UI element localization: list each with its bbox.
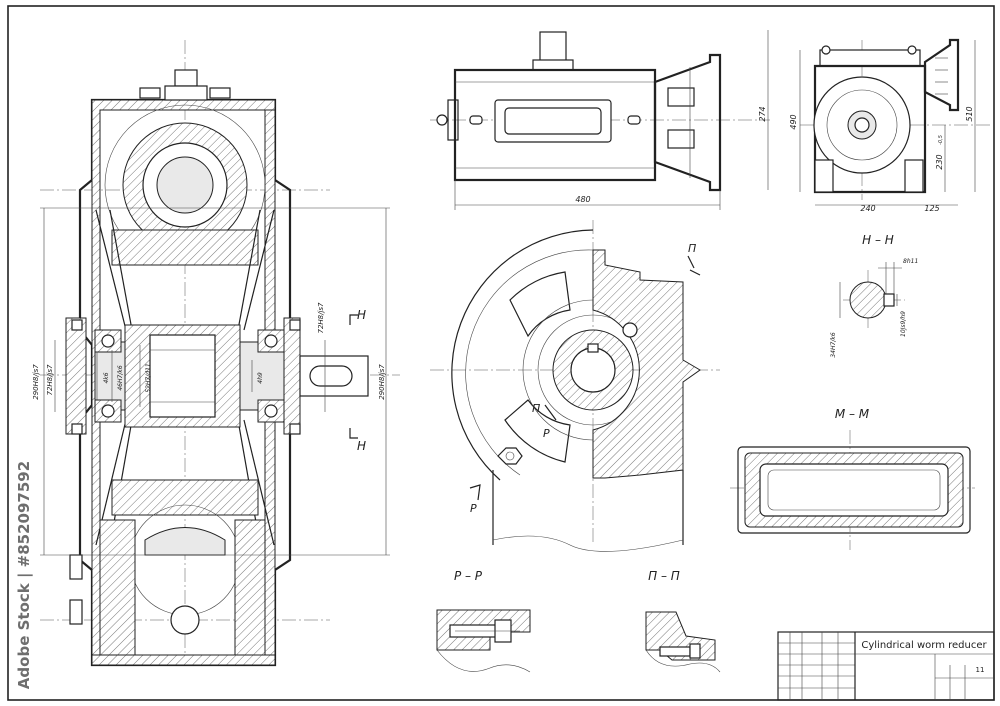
section-label-h-h: H – H <box>862 233 894 247</box>
cut-marker-pi-mid: П <box>532 402 540 415</box>
section-label-p-p: P – P <box>454 569 483 583</box>
dim-fit-46H7: 46H7/k6 <box>117 365 124 390</box>
cut-markers-central <box>469 255 701 501</box>
title-block-title: Cylindrical worm reducer <box>861 640 987 651</box>
cut-marker-p-mid: P <box>543 427 550 440</box>
dim-width-480: 480 <box>575 195 590 204</box>
cut-marker-pi-top: П <box>688 242 696 255</box>
end-view <box>799 38 990 206</box>
dim-fit-72-right: 72H8/js7 <box>317 302 325 334</box>
sheet-frame <box>7 5 995 701</box>
main-section-view <box>40 40 400 667</box>
cut-marker-p-bottom: P <box>470 502 477 515</box>
dim-fit-4h9: 4h9 <box>257 372 264 384</box>
stock-watermark: Adobe Stock | #852097592 <box>4 461 44 702</box>
side-view <box>430 30 770 210</box>
dim-fit-72-left: 72H8/js7 <box>46 364 54 396</box>
section-p-p <box>436 609 531 673</box>
dim-fit-34H7: 34H7/k6 <box>830 332 837 357</box>
section-pi-pi <box>645 611 721 673</box>
section-label-pi-pi: П – П <box>648 569 680 583</box>
dim-fit-8h11: 8h11 <box>903 258 918 265</box>
section-m-m <box>730 430 975 550</box>
cut-marker-h <box>349 314 358 439</box>
title-block-sheet-number: 11 <box>976 666 985 674</box>
central-view <box>430 220 720 552</box>
stock-watermark-text: Adobe Stock | #852097592 <box>15 460 33 690</box>
section-h-h <box>839 262 905 328</box>
dim-height-274: 274 <box>758 106 767 121</box>
dim-height-490: 490 <box>789 114 798 129</box>
section-label-m-m: M – M <box>835 407 870 421</box>
title-block <box>777 631 995 701</box>
dim-fit-10js9: 10Js9/h9 <box>900 311 907 337</box>
dim-fit-290-left: 290H8/js7 <box>32 364 40 400</box>
dim-fit-4k6: 4k6 <box>103 372 110 383</box>
dim-height-510: 510 <box>965 106 974 121</box>
dim-fit-52H7: 52H7/d11 <box>145 363 152 392</box>
dim-width-125: 125 <box>924 204 939 213</box>
dim-height-230: 230 <box>935 154 944 169</box>
dim-fit-290-right: 290H8/js7 <box>378 364 386 400</box>
cut-marker-h-bottom: H <box>357 439 366 453</box>
dim-tol-230: -0,5 <box>938 135 944 145</box>
dim-width-240: 240 <box>860 204 875 213</box>
cut-marker-h-top: H <box>357 308 366 322</box>
